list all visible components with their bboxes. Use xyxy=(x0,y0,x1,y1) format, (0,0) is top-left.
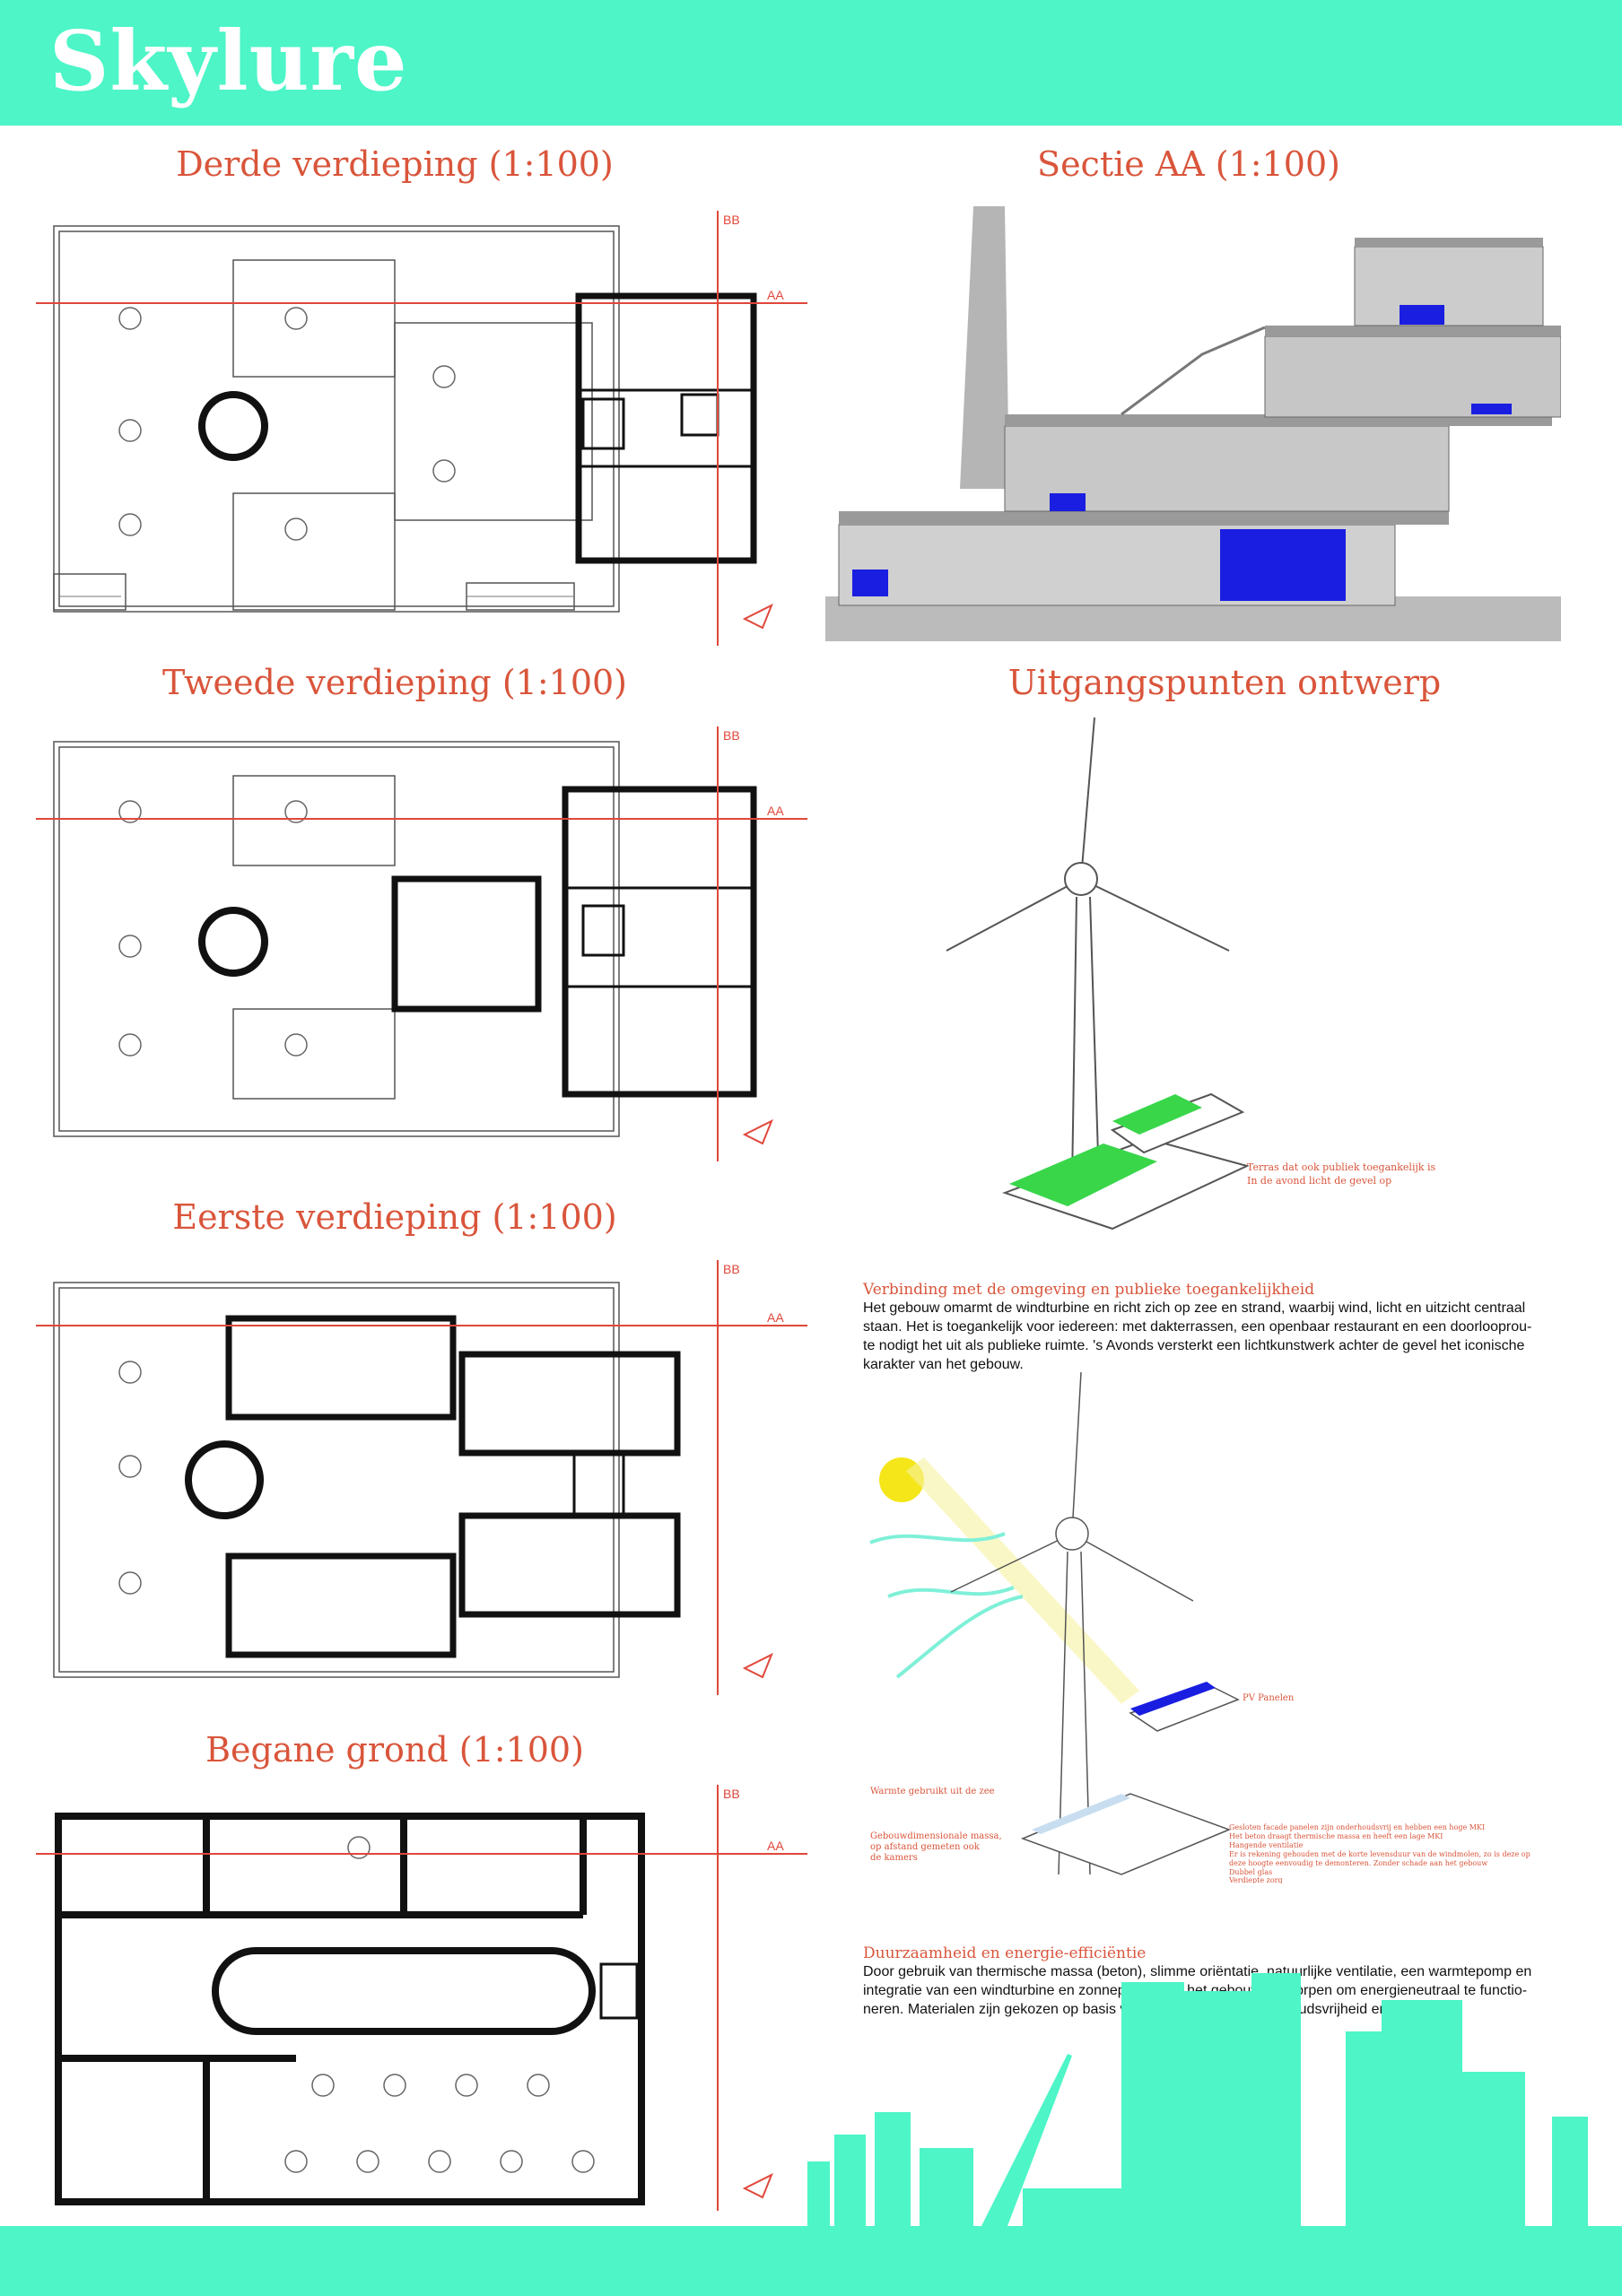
label-note: Hangende ventilatie xyxy=(1229,1841,1304,1849)
second-floor-title: Tweede verdieping (1:100) xyxy=(162,663,627,702)
label-note: Verdiepte zorg xyxy=(1228,1876,1283,1883)
label-note: deze hoogte eenvoudig te demonteren. Zon… xyxy=(1229,1859,1487,1867)
label-mass: op afstand gemeten ook xyxy=(870,1842,981,1852)
marker-bb: BB xyxy=(723,728,740,743)
marker-bb: BB xyxy=(723,213,740,227)
city-skyline xyxy=(807,1973,1588,2233)
label-heat: Warmte gebruikt uit de zee xyxy=(870,1787,995,1796)
sustainability-line: Door gebruik van thermische massa (beton… xyxy=(863,1964,1532,1979)
sustainability-diagram: PV Panelen Warmte gebruikt uit de zee Ge… xyxy=(869,1372,1530,1883)
north-arrow xyxy=(742,1118,773,1145)
table-set xyxy=(118,800,308,1057)
first-floor-plan: BB AA xyxy=(36,1260,807,1695)
connection-text: Het gebouw omarmt de windturbine en rich… xyxy=(863,1299,1581,1374)
label-note: Dubbel glas xyxy=(1229,1868,1272,1876)
third-floor-plan: BB AA xyxy=(36,211,807,646)
turbine-mast xyxy=(198,391,268,461)
footer-bar xyxy=(0,2226,1622,2296)
turbine-mast xyxy=(198,907,268,977)
marker-aa: AA xyxy=(767,1839,784,1853)
label-note: Er is rekening gehouden met de korte lev… xyxy=(1229,1850,1530,1858)
north-arrow xyxy=(742,1652,773,1679)
brand-title: Skylure xyxy=(49,13,408,109)
pv-panels-icon xyxy=(1130,1682,1216,1716)
marker-aa: AA xyxy=(767,804,784,818)
north-arrow xyxy=(742,603,773,630)
connection-line: karakter van het gebouw. xyxy=(863,1357,1024,1372)
label-mass: de kamers xyxy=(870,1853,918,1863)
label-note: Het beton draagt thermische massa en hee… xyxy=(1229,1832,1443,1840)
design-title: Uitgangspunten ontwerp xyxy=(1007,663,1442,702)
second-floor-plan: BB AA xyxy=(36,726,807,1161)
marker-aa: AA xyxy=(767,288,784,302)
ground-floor-plan: BB AA xyxy=(36,1785,807,2211)
annotation-terrace: Terras dat ook publiek toegankelijk is xyxy=(1247,1161,1436,1173)
connection-line: Het gebouw omarmt de windturbine en rich… xyxy=(863,1300,1526,1316)
north-arrow xyxy=(742,2172,773,2199)
table-set xyxy=(284,1836,595,2173)
table-set xyxy=(118,307,456,541)
section-aa-drawing xyxy=(825,206,1561,641)
connection-line: te nodigt het uit als publieke ruimte. '… xyxy=(863,1338,1525,1353)
turbine-diagram: Terras dat ook publiek toegankelijk is I… xyxy=(946,718,1436,1231)
table-set xyxy=(118,1361,142,1595)
first-floor-title: Eerste verdieping (1:100) xyxy=(172,1197,617,1237)
sustainability-line: integratie van een windturbine en zonnep… xyxy=(863,1983,1528,1998)
marker-bb: BB xyxy=(723,1262,740,1276)
section-aa-title: Sectie AA (1:100) xyxy=(1037,144,1340,184)
annotation-facade-light: In de avond licht de gevel op xyxy=(1247,1175,1391,1187)
turbine-mast xyxy=(185,1440,264,1519)
label-pv: PV Panelen xyxy=(1243,1693,1295,1703)
third-floor-title: Derde verdieping (1:100) xyxy=(176,144,614,184)
sustainability-heading: Duurzaamheid en energie-efficiëntie xyxy=(863,1944,1147,1962)
marker-bb: BB xyxy=(723,1787,740,1801)
ground-floor-title: Begane grond (1:100) xyxy=(205,1730,584,1770)
connection-heading: Verbinding met de omgeving en publieke t… xyxy=(863,1281,1315,1299)
marker-aa: AA xyxy=(767,1310,784,1325)
header-bar: Skylure xyxy=(0,0,1622,126)
label-mass: Gebouwdimensionale massa, xyxy=(870,1831,1002,1841)
connection-line: staan. Het is toegankelijk voor iedereen… xyxy=(863,1319,1532,1335)
label-note: Gesloten facade panelen zijn onderhoudsv… xyxy=(1229,1823,1485,1831)
